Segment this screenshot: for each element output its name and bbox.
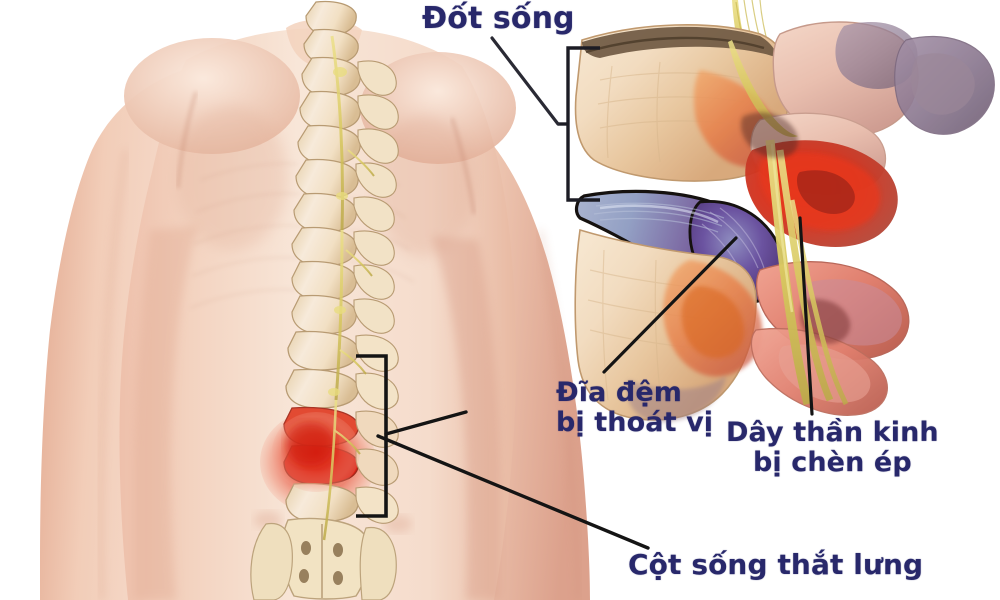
right-armpit-crease: [450, 117, 476, 215]
torso-figure: [40, 19, 590, 600]
label-vertebra: Đốt sống: [422, 1, 575, 36]
sacrum-pelvis: [250, 517, 397, 600]
leader-lumbar: [376, 434, 650, 550]
left-scapula-shadow: [176, 106, 288, 250]
herniated-disc-inset: [574, 0, 995, 423]
leader-callout-to-inset: [384, 410, 468, 436]
spinal-nerve-highlights: [328, 67, 348, 396]
label-lumbar-spine: Cột sống thắt lưng: [628, 548, 924, 581]
cervical-vertebrae: [303, 0, 359, 65]
leader-vertebra: [490, 36, 560, 126]
label-nerve-line1: Dây thần kinh: [726, 417, 939, 448]
upper-endplate: [582, 26, 778, 58]
label-nerve-line2: bị chèn ép: [752, 447, 912, 479]
leader-disc: [602, 236, 738, 374]
spinal-canal-shadow: [740, 112, 798, 158]
right-arm-crease: [538, 229, 580, 600]
spinous-shading: [911, 53, 975, 115]
label-disc-line2: bị thoát vị: [556, 407, 714, 439]
left-armpit-crease: [176, 91, 198, 189]
inflammation-deep: [796, 170, 855, 214]
right-scapula-shadow: [374, 116, 474, 256]
right-flank-shadow: [432, 236, 500, 600]
label-disc-line1: Đĩa đệm: [556, 377, 682, 408]
lower-inflammation-core: [681, 286, 745, 358]
left-flank-shadow: [134, 226, 198, 600]
disc-highlight: [599, 204, 719, 224]
rib-contours: [189, 162, 415, 309]
annotation-layer: [356, 36, 814, 550]
lumbar-callout-box: [356, 354, 388, 518]
leader-nerve: [798, 216, 814, 416]
lumbar-inflammation-hot: [286, 422, 334, 466]
spinal-nerves: [322, 35, 375, 541]
endplate-rim: [585, 36, 765, 54]
spine-column: [250, 0, 399, 600]
left-arm-crease: [98, 149, 128, 600]
lower-body-shadow: [626, 376, 726, 423]
